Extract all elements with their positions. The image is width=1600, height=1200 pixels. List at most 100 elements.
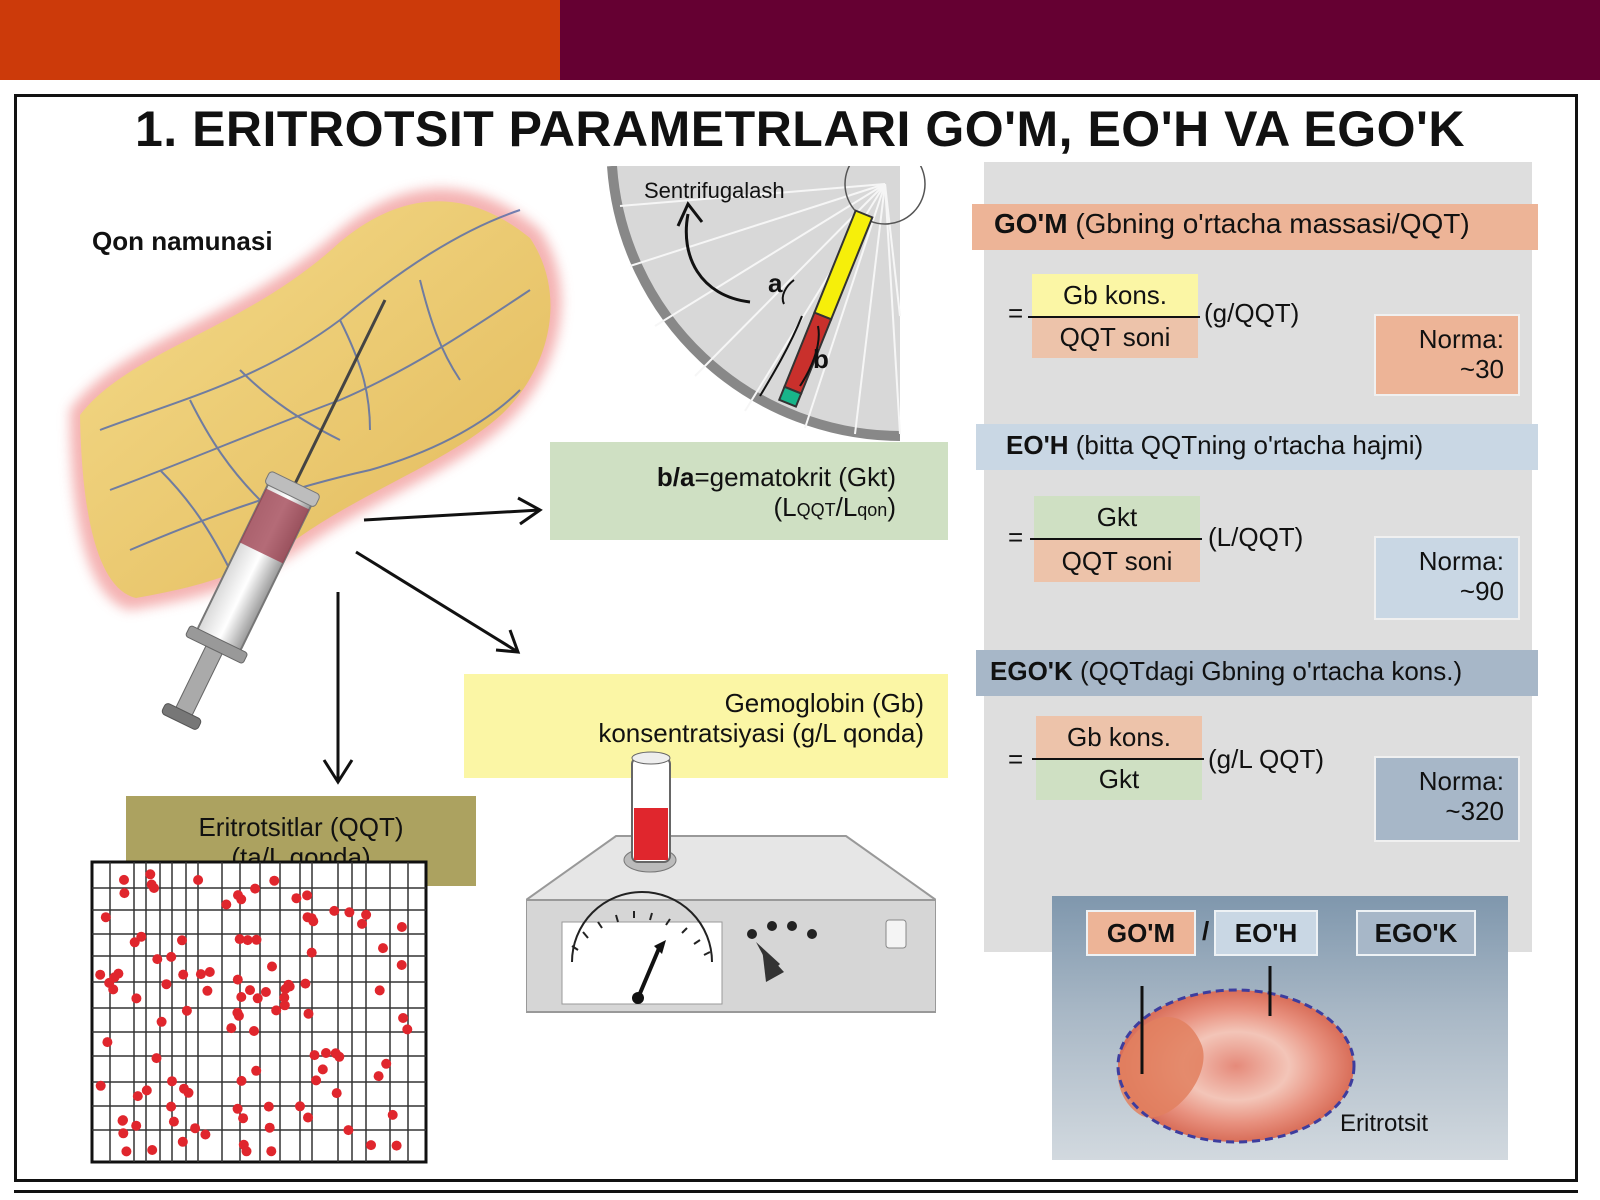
norma-label-egok: Norma:: [1418, 766, 1504, 796]
header-bar-right: [560, 0, 1600, 80]
hemoglobin-line1: Gemoglobin (Gb): [724, 688, 924, 718]
red-blood-cell-dot: [136, 931, 147, 942]
numerator-egok: Gb kons.: [1036, 716, 1202, 758]
red-blood-cell-dot: [238, 1113, 249, 1124]
param-desc-eoh: (bitta QQTning o'rtacha hajmi): [1075, 430, 1424, 460]
red-blood-cell-dot: [100, 912, 111, 923]
red-blood-cell-dot: [331, 1088, 342, 1099]
arm-syringe-illustration: [70, 188, 562, 730]
param-header-egok: EGO'K (QQTdagi Gbning o'rtacha kons.): [976, 650, 1538, 696]
hematocrit-paren-open: (: [773, 492, 783, 522]
fraction-bar-egok: [1032, 758, 1204, 760]
param-abbr-egok: EGO'K: [990, 656, 1073, 686]
red-blood-cell-dot: [234, 934, 245, 945]
red-blood-cell-dot: [161, 979, 172, 990]
fraction-bar-gom: [1028, 316, 1200, 318]
cell-tag-eoh: EO'H: [1214, 910, 1318, 956]
red-blood-cell-dot: [402, 1024, 413, 1035]
red-blood-cell-dot: [236, 1075, 247, 1086]
slide-title: 1. ERITROTSIT PARAMETRLARI GO'M, EO'H VA…: [134, 101, 1465, 157]
red-blood-cell-dot: [317, 1064, 328, 1075]
hematocrit-ratio: b/a: [656, 462, 695, 492]
red-blood-cell-dot: [147, 1145, 158, 1155]
red-blood-cell-dot: [303, 1008, 314, 1019]
erythrocyte-illustration: [1116, 966, 1356, 1144]
red-blood-cell-dot: [263, 1101, 274, 1112]
erythrocytes-line1: Eritrotsitlar (QQT): [198, 812, 404, 842]
red-blood-cell-dot: [374, 985, 385, 996]
red-blood-cell-dot: [190, 1123, 201, 1134]
param-abbr-eoh: EO'H: [1006, 430, 1069, 460]
red-blood-cell-dot: [330, 1048, 341, 1059]
norma-value-gom: ~30: [1459, 354, 1504, 384]
red-blood-cell-dot: [271, 1005, 282, 1016]
red-blood-cell-dot: [308, 916, 319, 927]
norma-gom: Norma: ~30: [1374, 314, 1520, 396]
red-blood-cell-dot: [232, 1103, 243, 1114]
centrifuge-label-a: a: [768, 268, 783, 298]
red-blood-cell-dot: [181, 1005, 192, 1016]
red-blood-cell-dot: [366, 1140, 376, 1151]
red-blood-cell-dot: [269, 875, 280, 886]
red-blood-cell-dot: [226, 1023, 237, 1034]
slide-frame: [14, 94, 1578, 1182]
red-blood-cell-dot: [279, 1000, 290, 1011]
equals-gom: =: [1008, 298, 1024, 328]
red-blood-cell-dot: [95, 1080, 106, 1091]
hematocrit-sub-qqt: QQT: [796, 500, 836, 520]
red-blood-cell-dot: [361, 909, 372, 920]
cell-tag-gom: GO'M: [1086, 910, 1196, 956]
hematocrit-unit-l1: L: [782, 492, 797, 522]
red-blood-cell-dot: [251, 934, 262, 945]
hematocrit-paren-close: ): [887, 492, 896, 522]
red-blood-cell-dot: [221, 899, 232, 910]
flow-arrows: [322, 496, 543, 785]
red-blood-cell-dot: [378, 943, 388, 954]
norma-egok: Norma: ~320: [1374, 756, 1520, 842]
hemoglobinometer-illustration: [526, 751, 936, 1013]
red-blood-cell-dot: [391, 1140, 402, 1151]
red-blood-cell-dot: [303, 1112, 313, 1123]
hemoglobin-line2: konsentratsiyasi (g/L qonda): [598, 718, 924, 748]
hematocrit-sub-qon: qon: [857, 500, 888, 520]
red-blood-cell-dot: [311, 1075, 322, 1086]
header-bar-left: [0, 0, 560, 80]
red-blood-cell-dot: [321, 1048, 331, 1058]
red-blood-cell-dot: [343, 1125, 354, 1136]
red-blood-cell-dot: [119, 874, 129, 885]
denominator-gom: QQT soni: [1032, 318, 1198, 358]
red-blood-cell-dot: [129, 937, 140, 948]
red-blood-cell-dot: [344, 907, 355, 918]
red-blood-cell-dot: [121, 1146, 132, 1157]
centrifuge-label-b: b: [813, 344, 829, 374]
norma-value-egok: ~320: [1445, 796, 1504, 826]
red-blood-cell-dot: [250, 883, 261, 894]
red-blood-cell-dot: [387, 1109, 398, 1120]
cell-tag-slash: /: [1202, 916, 1210, 946]
red-blood-cell-dot: [119, 888, 130, 899]
norma-eoh: Norma: ~90: [1374, 536, 1520, 620]
red-blood-cell-dot: [302, 890, 313, 901]
hematocrit-unit-l2: /L: [835, 492, 858, 522]
red-blood-cell-dot: [329, 905, 340, 916]
red-blood-cell-dot: [166, 951, 177, 962]
red-blood-cell-dot: [295, 1101, 305, 1112]
hematocrit-text: =gematokrit (Gkt): [694, 462, 896, 492]
red-blood-cell-dot: [152, 954, 163, 965]
param-header-gom: GO'M (Gbning o'rtacha massasi/QQT): [972, 204, 1538, 250]
param-header-eoh: EO'H (bitta QQTning o'rtacha hajmi): [976, 424, 1538, 470]
red-blood-cell-dot: [283, 979, 294, 990]
red-blood-cell-dot: [167, 1076, 177, 1087]
norma-value-eoh: ~90: [1459, 576, 1504, 606]
equals-eoh: =: [1008, 522, 1024, 552]
red-blood-cell-dot: [166, 1101, 177, 1112]
red-blood-cell-dot: [145, 869, 156, 880]
red-blood-cell-dot: [357, 918, 367, 929]
red-blood-cell-dot: [245, 985, 255, 996]
red-blood-cell-dot: [104, 977, 115, 988]
norma-label-eoh: Norma:: [1418, 546, 1504, 576]
red-blood-cell-dot: [241, 1146, 252, 1157]
red-blood-cell-dot: [264, 1122, 275, 1133]
red-blood-cell-dot: [396, 922, 407, 932]
param-desc-gom: (Gbning o'rtacha massasi/QQT): [1075, 208, 1470, 239]
